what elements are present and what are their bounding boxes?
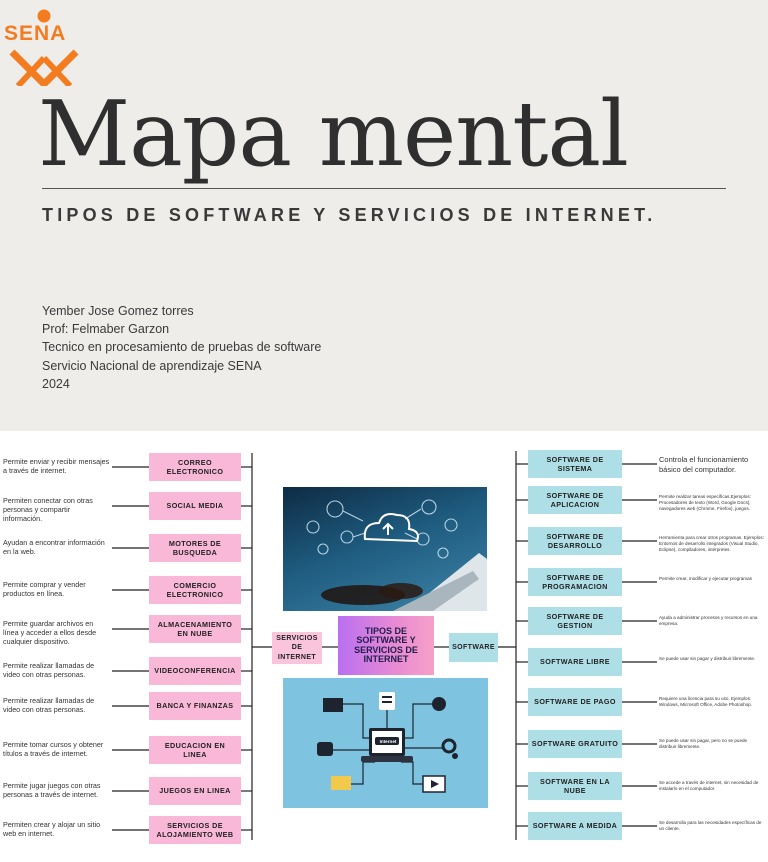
branch-right-desc-4: Permite crear, modificar y ejecutar prog… xyxy=(659,576,752,581)
author-info: Yember Jose Gomez torres Prof: Felmaber … xyxy=(42,302,321,393)
title-divider xyxy=(42,188,726,189)
central-topic: TIPOS DE SOFTWARE Y SERVICIOS DE INTERNE… xyxy=(338,616,434,675)
page-title: Mapa mental xyxy=(38,82,629,187)
mind-map: Internet TIPOS DE SOFTWARE Y SERVICIOS D… xyxy=(0,431,768,862)
connector-lines xyxy=(112,451,657,840)
branch-left-6: VIDEOCONFERENCIA xyxy=(149,657,241,685)
author-institution: Servicio Nacional de aprendizaje SENA xyxy=(42,358,262,373)
branch-right-4: SOFTWARE DE PROGRAMACION xyxy=(528,568,622,596)
network-icon xyxy=(317,692,458,793)
branch-right-3: SOFTWARE DE DESARROLLO xyxy=(528,527,622,555)
branch-left-4: COMERCIO ELECTRONICO xyxy=(149,576,241,604)
branch-right-desc-7: Requiere una licencia para su uso. Ejemp… xyxy=(659,696,753,707)
branch-left-desc-9: Permite jugar juegos con otras personas … xyxy=(3,781,101,799)
author-year: 2024 xyxy=(42,376,70,391)
branch-left-7: BANCA Y FINANZAS xyxy=(149,692,241,720)
branch-right-desc-2: Permite realizar tareas específicas.Ejem… xyxy=(659,494,751,511)
branch-left-desc-2: Permiten conectar con otras personas y c… xyxy=(3,496,93,523)
branch-right-8: SOFTWARE GRATUITO xyxy=(528,730,622,758)
hub-servicios-internet: SERVICIOS DE INTERNET xyxy=(272,632,322,664)
branch-left-3: MOTORES DE BUSQUEDA xyxy=(149,534,241,562)
branch-left-5: ALMACENAMIENTO EN NUBE xyxy=(149,615,241,643)
branch-left-desc-3: Ayudan a encontrar información en la web… xyxy=(3,538,105,556)
internet-illustration: Internet xyxy=(283,678,488,808)
branch-left-desc-5: Permite guardar archivos en línea y acce… xyxy=(3,619,97,646)
cloud-computing-icon xyxy=(306,499,487,611)
branch-right-2: SOFTWARE DE APLICACION xyxy=(528,486,622,514)
branch-left-desc-6: Permite realizar llamadas de video con o… xyxy=(3,661,95,679)
branch-right-1: SOFTWARE DE SISTEMA xyxy=(528,450,622,478)
branch-right-desc-6: Se puede usar sin pagar y distribuir lib… xyxy=(659,656,756,661)
branch-left-desc-1: Permite enviar y recibir mensajes a trav… xyxy=(3,457,110,475)
branch-right-desc-10: Se desarrolla para las necesidades espec… xyxy=(659,820,762,831)
branch-right-10: SOFTWARE A MEDIDA xyxy=(528,812,622,840)
branch-right-9: SOFTWARE EN LA NUBE xyxy=(528,772,622,800)
branch-right-desc-1: Controla el funcionamiento básico del co… xyxy=(659,455,749,474)
illustration-label: Internet xyxy=(379,739,397,744)
author-name: Yember Jose Gomez torres xyxy=(42,304,194,318)
branch-left-8: EDUCACION EN LINEA xyxy=(149,736,241,764)
branch-left-desc-8: Permite tomar cursos y obtener títulos a… xyxy=(3,740,104,758)
logo-text: SENA xyxy=(4,22,67,45)
branch-right-5: SOFTWARE DE GESTION xyxy=(528,607,622,635)
page-subtitle: TIPOS DE SOFTWARE Y SERVICIOS DE INTERNE… xyxy=(42,205,657,225)
author-program: Tecnico en procesamiento de pruebas de s… xyxy=(42,340,322,355)
branch-left-1: CORREO ELECTRONICO xyxy=(149,453,241,481)
sena-logo-icon xyxy=(9,9,79,86)
branch-right-desc-5: Ayuda a administrar procesos y recursos … xyxy=(659,615,758,626)
branch-left-desc-7: Permite realizar llamadas de video con o… xyxy=(3,696,95,714)
author-teacher: Prof: Felmaber Garzon xyxy=(42,322,170,337)
branch-right-desc-8: Se puede usar sin pagar, pero no se pued… xyxy=(659,738,748,749)
branch-left-10: SERVICIOS DE ALOJAMIENTO WEB xyxy=(149,816,241,844)
hub-software: SOFTWARE xyxy=(449,633,498,662)
branch-left-2: SOCIAL MEDIA xyxy=(149,492,241,520)
cloud-laptop-image xyxy=(283,487,487,611)
branch-right-desc-3: Herramienta para crear otros programas. … xyxy=(659,535,764,552)
branch-left-9: JUEGOS EN LINEA xyxy=(149,777,241,805)
branch-right-6: SOFTWARE LIBRE xyxy=(528,648,622,676)
branch-left-desc-10: Permiten crear y alojar un sitio web en … xyxy=(3,820,101,838)
branch-right-7: SOFTWARE DE PAGO xyxy=(528,688,622,716)
branch-left-desc-4: Permite comprar y vender productos en lí… xyxy=(3,580,86,598)
cover-header: SENA Mapa mental TIPOS DE SOFTWARE Y SER… xyxy=(0,0,768,431)
branch-right-desc-9: Se accede a través de internet, sin nece… xyxy=(659,780,759,791)
